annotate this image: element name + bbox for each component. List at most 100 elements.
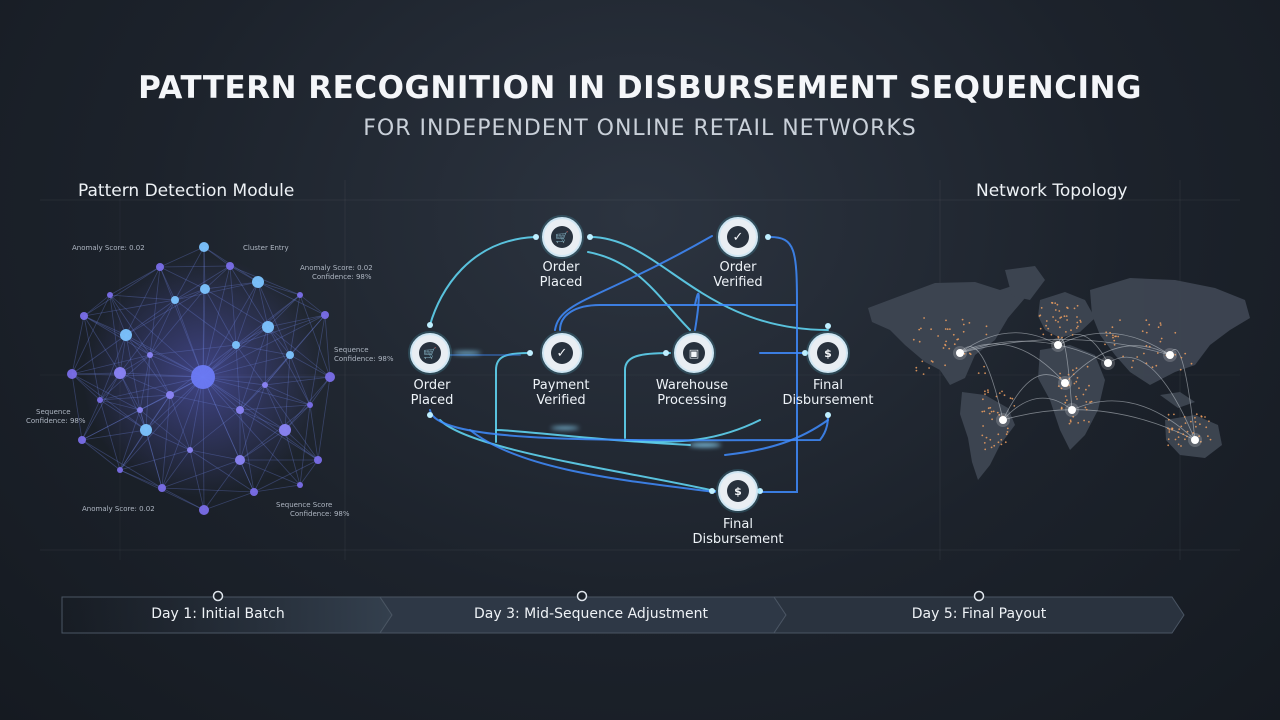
network-edge — [81, 372, 121, 441]
network-edge — [83, 315, 101, 401]
city-dot — [1156, 352, 1159, 354]
city-dot — [984, 448, 987, 451]
node-label-line: Disbursement — [692, 532, 784, 547]
network-edge — [159, 266, 204, 378]
network-edge — [125, 266, 161, 336]
city-dot — [1054, 302, 1057, 304]
network-edge — [257, 281, 301, 296]
city-dot — [985, 436, 988, 439]
city-dot — [1059, 317, 1061, 319]
node-label-line: Placed — [539, 275, 583, 290]
network-edge — [264, 384, 319, 461]
network-edge — [253, 484, 301, 493]
network-edge — [239, 326, 269, 411]
network-edge — [202, 265, 231, 378]
node-label-order-placed-left: Order Placed — [362, 378, 502, 408]
network-edge — [284, 429, 319, 461]
city-dot — [1167, 427, 1169, 430]
network-edge — [324, 314, 331, 378]
city-dot — [985, 325, 988, 328]
node-label-line: Verified — [713, 275, 763, 290]
city-dot — [1064, 395, 1067, 398]
network-edge — [267, 326, 331, 378]
network-edge — [109, 294, 151, 356]
city-dot — [1179, 368, 1182, 371]
node-label-line: Disbursement — [782, 393, 874, 408]
network-edge — [309, 376, 331, 406]
city-dot — [1200, 415, 1203, 418]
dollar-icon: $ — [824, 347, 832, 360]
annotation-cluster-entry: Cluster Entry — [243, 244, 289, 252]
city-dot — [1177, 431, 1179, 433]
city-dot — [1068, 422, 1071, 425]
city-dot — [1132, 359, 1134, 362]
network-edge — [239, 409, 255, 493]
network-topology-title: Network Topology — [976, 181, 1128, 201]
network-edge — [202, 376, 311, 406]
city-dot — [1001, 390, 1003, 393]
network-edge — [99, 399, 141, 411]
city-dot — [1038, 315, 1041, 317]
network-edge — [203, 491, 255, 511]
network-edge — [71, 373, 147, 431]
city-dot — [963, 352, 966, 355]
network-edge — [139, 409, 163, 489]
network-edge — [284, 354, 291, 431]
network-edge — [99, 394, 171, 401]
topology-link — [1057, 338, 1073, 411]
city-dot — [1000, 438, 1003, 441]
city-dot — [912, 338, 915, 341]
city-dot — [1151, 366, 1154, 369]
network-edge — [239, 404, 311, 461]
network-edge — [99, 399, 121, 471]
city-dot — [1057, 385, 1060, 387]
node-label-final-disbursement-right: Final Disbursement — [758, 378, 898, 408]
network-edge — [204, 288, 237, 346]
city-dot — [1045, 324, 1047, 327]
annotation-sequence-1: Sequence — [334, 346, 369, 354]
network-edge — [99, 376, 204, 401]
flow-node: 🛒 — [408, 331, 452, 375]
network-edge — [202, 376, 286, 431]
city-dot — [1155, 364, 1158, 367]
network-node — [191, 365, 215, 389]
topology-link — [1002, 374, 1066, 421]
city-dot — [1145, 319, 1148, 322]
network-edge — [159, 246, 205, 268]
network-edge — [299, 294, 326, 316]
check-icon: ✓ — [557, 346, 568, 361]
city-dot — [1174, 353, 1177, 356]
timeline-label-day-3: Day 3: Mid-Sequence Adjustment — [474, 606, 708, 622]
network-edge — [83, 266, 161, 317]
network-edge — [202, 246, 205, 378]
city-dot — [1113, 343, 1116, 346]
network-node — [252, 276, 264, 288]
network-edge — [149, 288, 206, 356]
city-dot — [991, 418, 993, 421]
city-dot — [1059, 326, 1061, 329]
network-node — [199, 242, 209, 252]
network-node — [67, 369, 77, 379]
topology-link — [1057, 332, 1171, 356]
city-dot — [957, 338, 960, 340]
network-edge — [239, 384, 266, 411]
network-edge — [71, 373, 83, 441]
network-edge — [169, 394, 191, 451]
network-edge — [174, 265, 231, 301]
city-dot — [1186, 430, 1189, 433]
city-dot — [1056, 303, 1059, 306]
city-dot — [1159, 324, 1162, 326]
city-dot — [945, 319, 947, 322]
timeline-marker-day-3 — [576, 590, 588, 602]
city-dot — [944, 364, 946, 367]
city-dot — [1117, 335, 1120, 338]
annotation-sequence-score: Sequence Score — [276, 501, 332, 509]
network-edge — [109, 266, 161, 296]
network-edge — [289, 314, 326, 356]
network-edge — [119, 376, 204, 471]
city-dot — [1160, 337, 1163, 340]
city-dot — [1059, 372, 1061, 375]
